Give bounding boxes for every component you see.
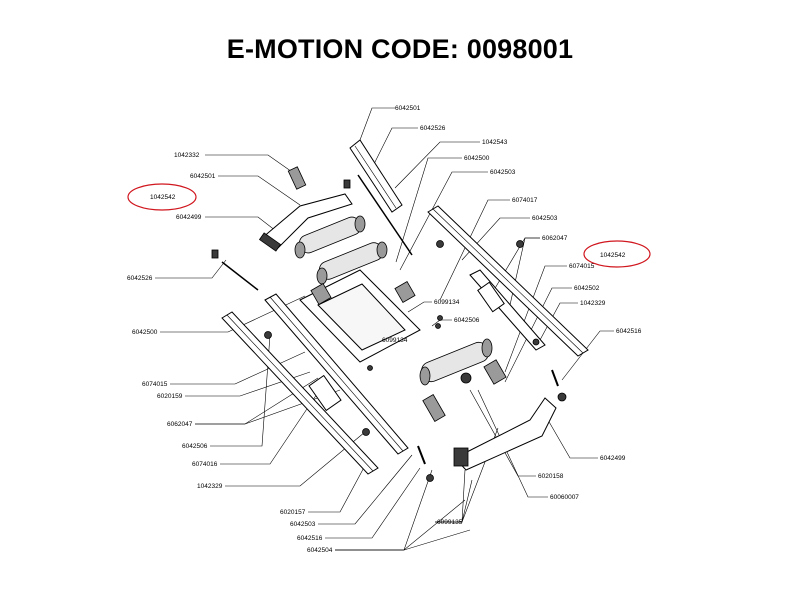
part-label: 6042501 [190,173,216,180]
highlight-circle [127,183,197,211]
part-label: 6074015 [142,381,168,388]
diagram-title: E-MOTION CODE: 0098001 [226,34,574,64]
part-label: 1042332 [174,152,200,159]
part-label: 6074017 [512,197,538,204]
part-label: 6042499 [600,455,626,462]
part-label: 6042502 [574,285,600,292]
part-label: 6020157 [280,509,306,516]
part-label: 6099134 [382,337,408,344]
highlight-circle [583,240,651,268]
part-label: 6074015 [569,263,595,270]
part-label: 1042542 [600,252,626,259]
part-label: 6062047 [167,421,193,428]
part-label: 6042503 [490,169,516,176]
part-label: 6042526 [127,275,153,282]
part-label: 6042500 [464,155,490,162]
part-label: 6042503 [532,215,558,222]
part-label: 1042542 [150,194,176,201]
part-label: 1042329 [197,483,223,490]
part-label: 6074016 [192,461,218,468]
part-label: 6062047 [542,235,568,242]
part-label: 6042500 [132,329,158,336]
part-label: 6042516 [616,328,642,335]
part-label: 6042516 [297,535,323,542]
part-label: 6042501 [395,105,421,112]
part-label: 6020158 [538,473,564,480]
part-label: 6042499 [176,214,202,221]
part-label: 6042506 [454,317,480,324]
parts-artwork [211,139,589,482]
part-label: 60060007 [550,494,579,501]
part-label: 6099135 [437,519,463,526]
part-label: 6042526 [420,125,446,132]
part-label: 1042543 [482,139,508,146]
part-label: 6042504 [307,547,333,554]
part-label: 1042329 [580,300,606,307]
part-label: 6042503 [290,521,316,528]
part-label: 6099134 [434,299,460,306]
part-label: 6042506 [182,443,208,450]
part-label: 6020159 [157,393,183,400]
part-labels: 6042501 6042526 1042543 6042500 6042503 … [127,105,642,554]
